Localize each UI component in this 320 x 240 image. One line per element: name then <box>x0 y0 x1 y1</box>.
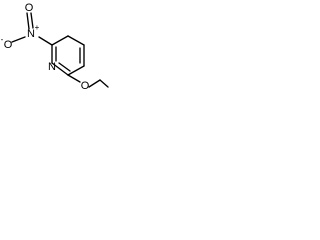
ring-bond-c2-n1 <box>51 62 69 76</box>
nitro-oxygen-upper-label: O <box>25 2 34 14</box>
nitro-oxygen-lower-label: O <box>4 39 13 51</box>
nitro-nitrogen-label: N <box>27 28 35 40</box>
nitro-oxygen-upper-bond-1 <box>26 12 30 30</box>
ring-to-oxygen-bond <box>67 74 81 83</box>
pyridine-ring <box>51 35 85 76</box>
ring-nitrogen-label: N <box>48 61 56 73</box>
atom-labels: N O N + O O - <box>1 2 90 92</box>
ring-bond-c6-c5 <box>51 35 69 46</box>
nitro-oxygen-lower-charge-label: - <box>1 35 4 44</box>
molecule-diagram: N O N + O O - <box>1 2 109 92</box>
nitro-oxygen-upper-bond-2 <box>30 12 34 29</box>
ring-bond-c3-c2 <box>67 65 85 76</box>
nitro-substituent <box>11 12 53 46</box>
ring-to-nitro-bond <box>38 36 53 46</box>
ring-inner-double-bond-bottom <box>58 62 71 72</box>
ethoxy-substituent <box>67 74 109 88</box>
ethyl-terminal-bond <box>99 79 109 88</box>
oxygen-to-ethyl-bond <box>88 79 101 88</box>
chemical-structure-canvas: N O N + O O - <box>0 0 110 98</box>
nitro-oxygen-lower-bond <box>11 36 26 43</box>
ether-oxygen-label: O <box>81 80 90 92</box>
ring-bond-c5-c4 <box>67 35 85 46</box>
nitro-nitrogen-charge-label: + <box>35 23 40 32</box>
